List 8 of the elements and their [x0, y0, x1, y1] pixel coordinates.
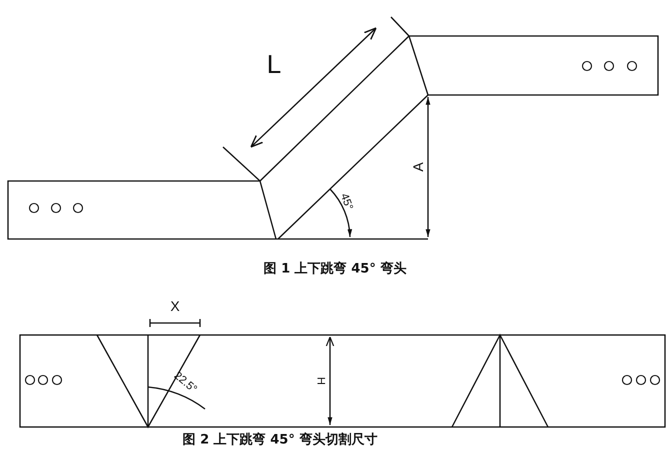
angle-label: H — [314, 377, 326, 385]
dimension-label: X — [170, 299, 180, 313]
dimension-label: A — [411, 162, 425, 172]
figure-caption: 图 1 上下跳弯 45° 弯头 — [264, 262, 406, 276]
angle-label: 45° — [338, 192, 354, 212]
figure-caption: 图 2 上下跳弯 45° 弯头切割尺寸 — [182, 434, 378, 446]
angle-label: 22.5° — [172, 370, 198, 396]
dimension-label: L — [266, 51, 282, 77]
